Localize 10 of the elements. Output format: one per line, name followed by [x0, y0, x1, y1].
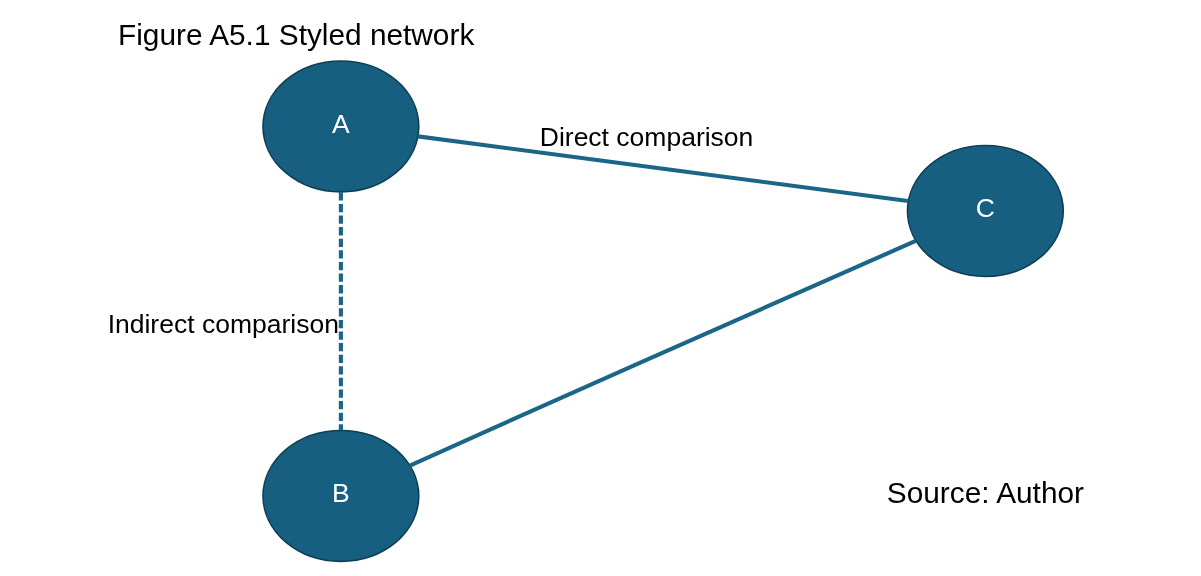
- edge-label: Direct comparison: [539, 122, 753, 153]
- connector: [408, 239, 917, 468]
- diagram-title: Figure A5.1 Styled network: [117, 18, 474, 52]
- connector: [417, 134, 908, 204]
- caption: Source: Author: [886, 476, 1084, 510]
- node-ellipse: A: [261, 60, 420, 193]
- edge-label: Indirect comparison: [107, 308, 339, 339]
- node-ellipse: C: [906, 144, 1064, 278]
- node-ellipse: B: [261, 429, 420, 563]
- connector: [338, 192, 343, 431]
